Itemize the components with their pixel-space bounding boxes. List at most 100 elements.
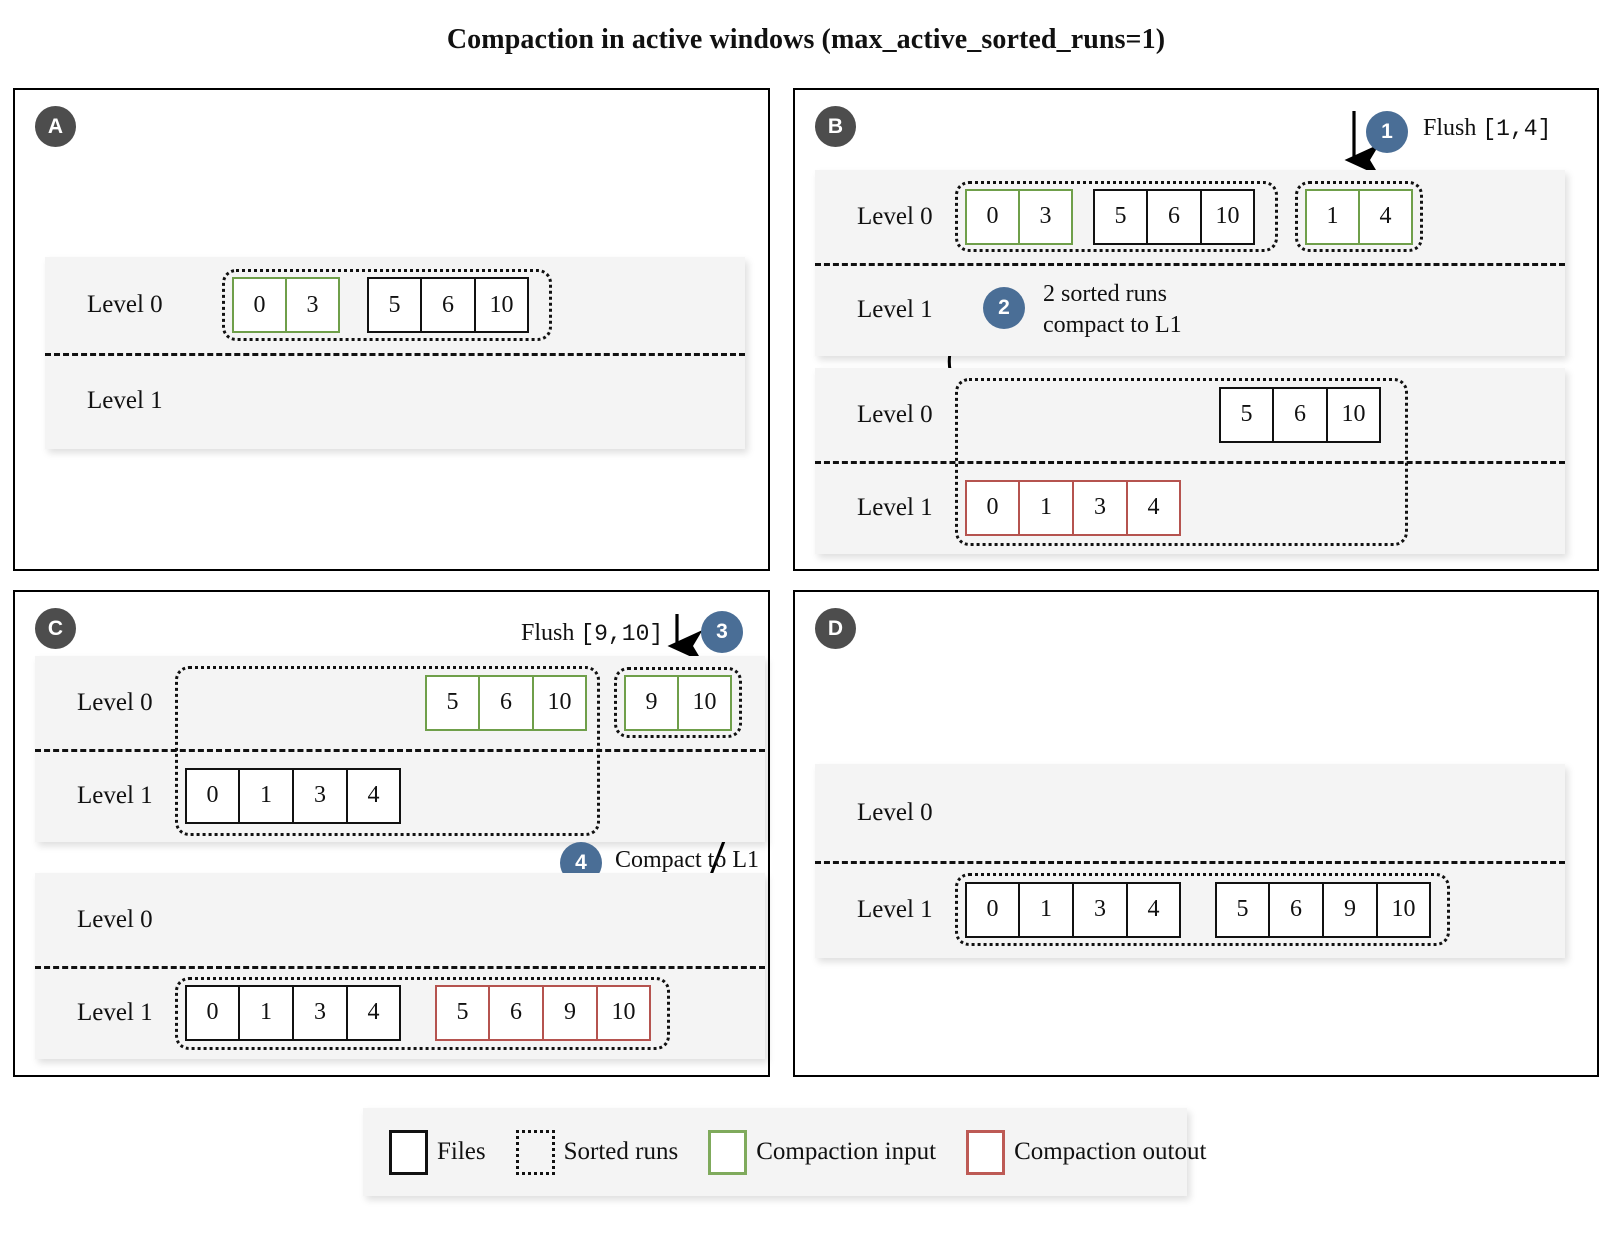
level-0-label: Level 0 bbox=[87, 291, 163, 318]
file-cell: 0 bbox=[185, 984, 239, 1041]
panel-d-badge: D bbox=[815, 608, 856, 649]
file-run: 5 6 10 bbox=[1093, 188, 1255, 245]
compaction-output-swatch-icon bbox=[966, 1129, 1006, 1175]
level-row-1: Level 1 0 1 3 4 5 6 9 10 bbox=[35, 966, 765, 1059]
level-row-0: Level 0 bbox=[815, 764, 1565, 861]
level-divider bbox=[35, 966, 765, 969]
panel-a: A Level 0 0 3 5 6 10 Level 1 bbox=[13, 88, 770, 571]
legend-label: Compaction input bbox=[756, 1138, 937, 1165]
file-cell: 5 bbox=[435, 984, 489, 1041]
flush-range: [1,4] bbox=[1482, 116, 1552, 142]
level-1-label: Level 1 bbox=[857, 493, 933, 521]
level-row-0: Level 0 0 3 5 6 10 1 4 bbox=[815, 170, 1565, 263]
panel-b: B 1 Flush [1,4] Level 0 0 3 bbox=[793, 88, 1599, 571]
compact-note-line2: compact to L1 bbox=[1043, 311, 1182, 338]
panel-c-stage-1: Level 0 5 6 10 9 10 Level 1 0 1 3 bbox=[35, 656, 765, 842]
legend-label: Sorted runs bbox=[563, 1138, 679, 1165]
legend-item-compaction-output: Compaction outout bbox=[966, 1129, 1236, 1175]
file-cell: 10 bbox=[597, 984, 651, 1041]
level-1-label: Level 1 bbox=[77, 781, 153, 809]
file-cell: 6 bbox=[489, 984, 543, 1041]
level-0-label: Level 0 bbox=[857, 400, 933, 428]
file-cell: 9 bbox=[1323, 881, 1377, 938]
level-0-label: Level 0 bbox=[77, 688, 153, 716]
file-cell: 0 bbox=[232, 277, 286, 333]
file-run: 9 10 bbox=[624, 674, 732, 731]
file-cell: 0 bbox=[965, 881, 1019, 938]
file-cell: 1 bbox=[239, 984, 293, 1041]
file-cell: 0 bbox=[965, 479, 1019, 536]
legend-item-sorted-runs: Sorted runs bbox=[515, 1129, 709, 1175]
file-cell: 5 bbox=[1215, 881, 1269, 938]
file-cell: 6 bbox=[1269, 881, 1323, 938]
file-run: 1 4 bbox=[1305, 188, 1413, 245]
level-row-1: Level 1 0 1 3 4 bbox=[815, 461, 1565, 554]
file-cell: 6 bbox=[479, 674, 533, 731]
file-cell: 5 bbox=[367, 277, 421, 333]
level-row-1: Level 1 bbox=[815, 263, 1565, 356]
panel-b-badge: B bbox=[815, 106, 856, 147]
flush-label-3: Flush [9,10] bbox=[521, 618, 663, 649]
file-run: 0 3 bbox=[965, 188, 1073, 245]
flush-label-1: Flush [1,4] bbox=[1423, 113, 1551, 144]
file-cell: 10 bbox=[678, 674, 732, 731]
file-cell: 10 bbox=[1327, 386, 1381, 443]
panel-c: C Flush [9,10] 3 Level 0 5 6 bbox=[13, 590, 770, 1077]
compaction-input-swatch-icon bbox=[708, 1129, 748, 1175]
legend-item-files: Files bbox=[389, 1129, 516, 1175]
flush-text: Flush bbox=[521, 620, 575, 646]
level-0-label: Level 0 bbox=[77, 905, 153, 933]
file-cell: 0 bbox=[965, 188, 1019, 245]
file-cell: 1 bbox=[1019, 881, 1073, 938]
level-divider bbox=[35, 749, 765, 752]
file-cell: 9 bbox=[624, 674, 678, 731]
file-cell: 5 bbox=[1093, 188, 1147, 245]
file-run: 0 1 3 4 bbox=[185, 767, 401, 824]
file-cell: 0 bbox=[185, 767, 239, 824]
file-cell: 6 bbox=[1273, 386, 1327, 443]
level-1-label: Level 1 bbox=[857, 295, 933, 323]
file-run: 5 6 9 10 bbox=[1215, 881, 1431, 938]
file-cell: 4 bbox=[1127, 479, 1181, 536]
file-cell: 3 bbox=[293, 984, 347, 1041]
file-run: 0 1 3 4 bbox=[965, 479, 1181, 536]
level-divider bbox=[815, 263, 1565, 266]
compact-label-4: Compact to L1 bbox=[615, 847, 759, 873]
file-cell: 3 bbox=[1073, 881, 1127, 938]
sorted-runs-swatch-icon bbox=[515, 1129, 555, 1175]
legend: Files Sorted runs Compaction input Compa… bbox=[363, 1108, 1206, 1196]
file-run: 5 6 10 bbox=[425, 674, 587, 731]
file-cell: 4 bbox=[347, 984, 401, 1041]
file-run: 0 1 3 4 bbox=[185, 984, 401, 1041]
file-run: 5 6 9 10 bbox=[435, 984, 651, 1041]
file-cell: 1 bbox=[1305, 188, 1359, 245]
file-cell: 3 bbox=[1073, 479, 1127, 536]
file-cell: 5 bbox=[425, 674, 479, 731]
level-row-0: Level 0 bbox=[35, 873, 765, 966]
step-badge-3: 3 bbox=[701, 611, 743, 653]
file-cell: 9 bbox=[543, 984, 597, 1041]
file-cell: 6 bbox=[421, 277, 475, 333]
legend-item-compaction-input: Compaction input bbox=[708, 1129, 966, 1175]
file-cell: 4 bbox=[1359, 188, 1413, 245]
level-1-label: Level 1 bbox=[87, 387, 163, 414]
level-row-1: Level 1 0 1 3 4 5 6 9 10 bbox=[815, 861, 1565, 958]
file-cell: 4 bbox=[1127, 881, 1181, 938]
panel-b-stage-1: Level 0 0 3 5 6 10 1 4 Level bbox=[815, 170, 1565, 356]
legend-label: Files bbox=[437, 1138, 486, 1165]
level-divider bbox=[45, 353, 745, 356]
level-row-0: Level 0 5 6 10 9 10 bbox=[35, 656, 765, 749]
panel-c-badge: C bbox=[35, 608, 76, 649]
level-divider bbox=[815, 861, 1565, 864]
file-cell: 3 bbox=[1019, 188, 1073, 245]
file-run: 0 3 bbox=[232, 277, 340, 333]
file-cell: 3 bbox=[286, 277, 340, 333]
file-cell: 10 bbox=[475, 277, 529, 333]
file-cell: 1 bbox=[239, 767, 293, 824]
panel-d: D Level 0 Level 1 0 1 3 4 5 6 9 10 bbox=[793, 590, 1599, 1077]
level-row-1: Level 1 bbox=[45, 353, 745, 449]
page-title: Compaction in active windows (max_active… bbox=[446, 24, 1166, 55]
level-row-0: Level 0 0 3 5 6 10 bbox=[45, 257, 745, 353]
